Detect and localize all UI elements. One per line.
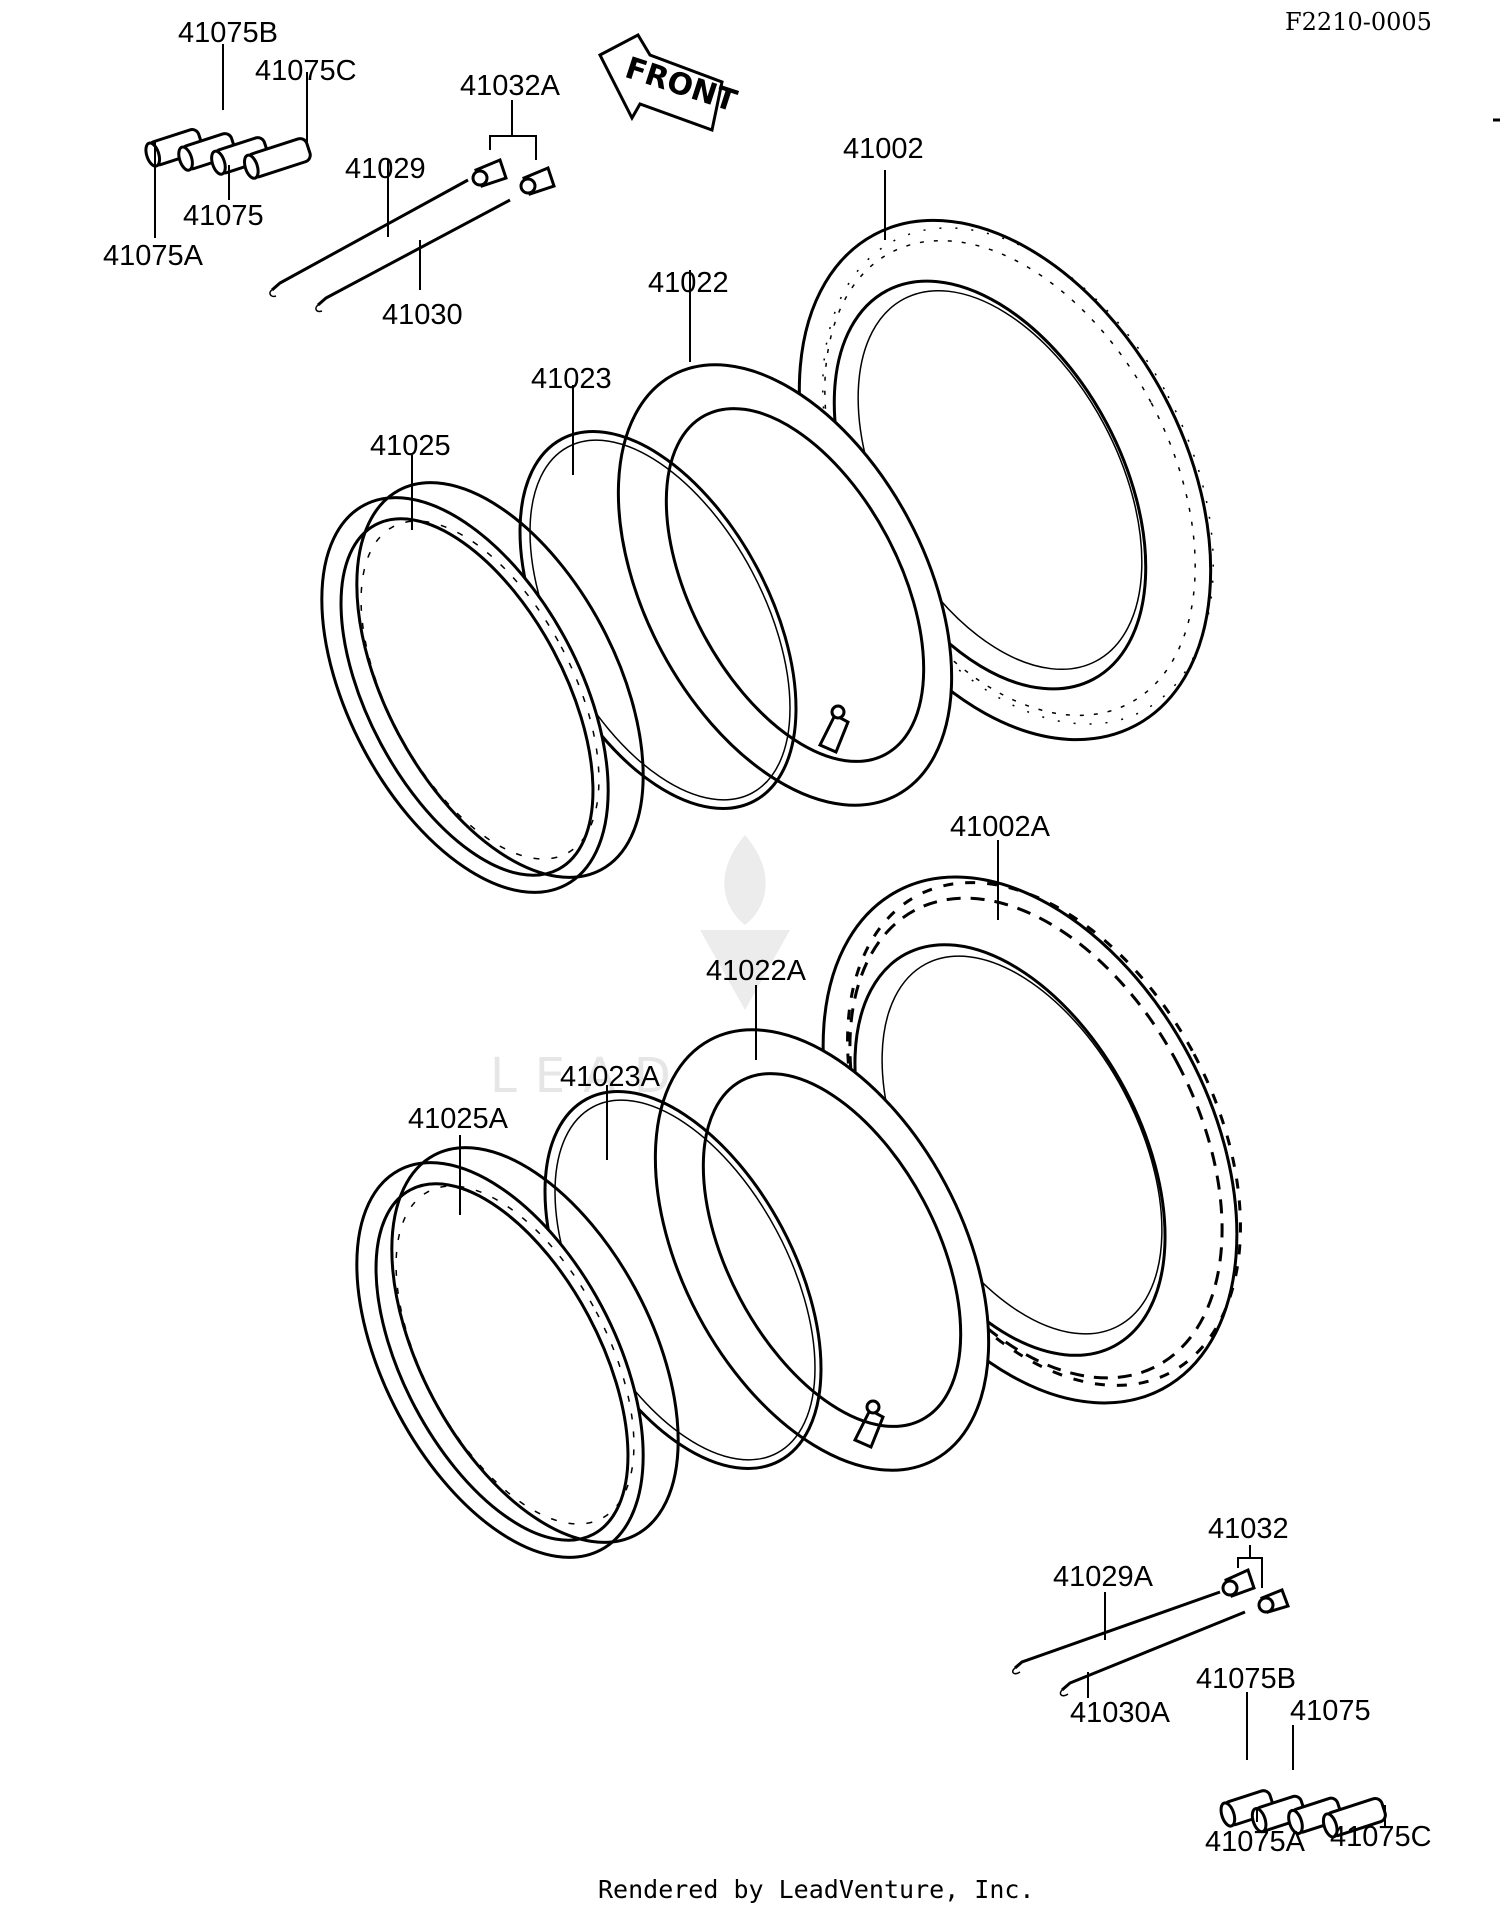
callout-41002a: 41002A (950, 811, 1051, 843)
callout-41029a: 41029A (1053, 1561, 1154, 1593)
spokes-bottom[interactable] (1012, 1590, 1246, 1697)
callout-41022: 41022 (648, 267, 729, 299)
inner-tube-front[interactable] (550, 309, 1021, 861)
callout-41023a: 41023A (560, 1061, 661, 1093)
callout-41075-top: 41075 (183, 200, 264, 232)
callout-41075c-bottom: 41075C (1330, 1821, 1432, 1853)
callout-41032: 41032 (1208, 1513, 1289, 1545)
front-arrow[interactable]: FRONT (597, 33, 741, 132)
callout-41075a-bottom: 41075A (1205, 1826, 1306, 1858)
callout-41022a: 41022A (706, 955, 807, 987)
callout-41023: 41023 (531, 363, 612, 395)
spokes-top[interactable] (269, 178, 511, 313)
nipple-group-top[interactable] (143, 97, 312, 208)
callout-41075b-bottom: 41075B (1196, 1663, 1296, 1695)
callout-41030: 41030 (382, 299, 463, 331)
spoke-nipples-bottom[interactable] (1221, 1567, 1290, 1614)
rim-front[interactable] (263, 436, 703, 939)
callout-41002: 41002 (843, 133, 924, 165)
callout-41029: 41029 (345, 153, 426, 185)
inner-tube-rear[interactable] (587, 974, 1058, 1526)
callout-41075-bottom: 41075 (1290, 1695, 1371, 1727)
spoke-nipples-top[interactable] (471, 157, 556, 196)
callout-41030a: 41030A (1070, 1697, 1171, 1729)
callout-41025a: 41025A (408, 1103, 509, 1135)
rim-rear[interactable] (298, 1101, 738, 1604)
callout-41075b-top: 41075B (178, 17, 278, 49)
nipple-group-bottom[interactable] (1218, 1757, 1387, 1868)
callout-41075a-top: 41075A (103, 240, 204, 272)
callout-41032a: 41032A (460, 70, 561, 102)
callout-41075c-top: 41075C (255, 55, 357, 87)
footer-credit: Rendered by LeadVenture, Inc. (598, 1875, 1035, 1904)
callout-41025: 41025 (370, 430, 451, 462)
figure-id: F2210-0005 (1285, 8, 1432, 36)
